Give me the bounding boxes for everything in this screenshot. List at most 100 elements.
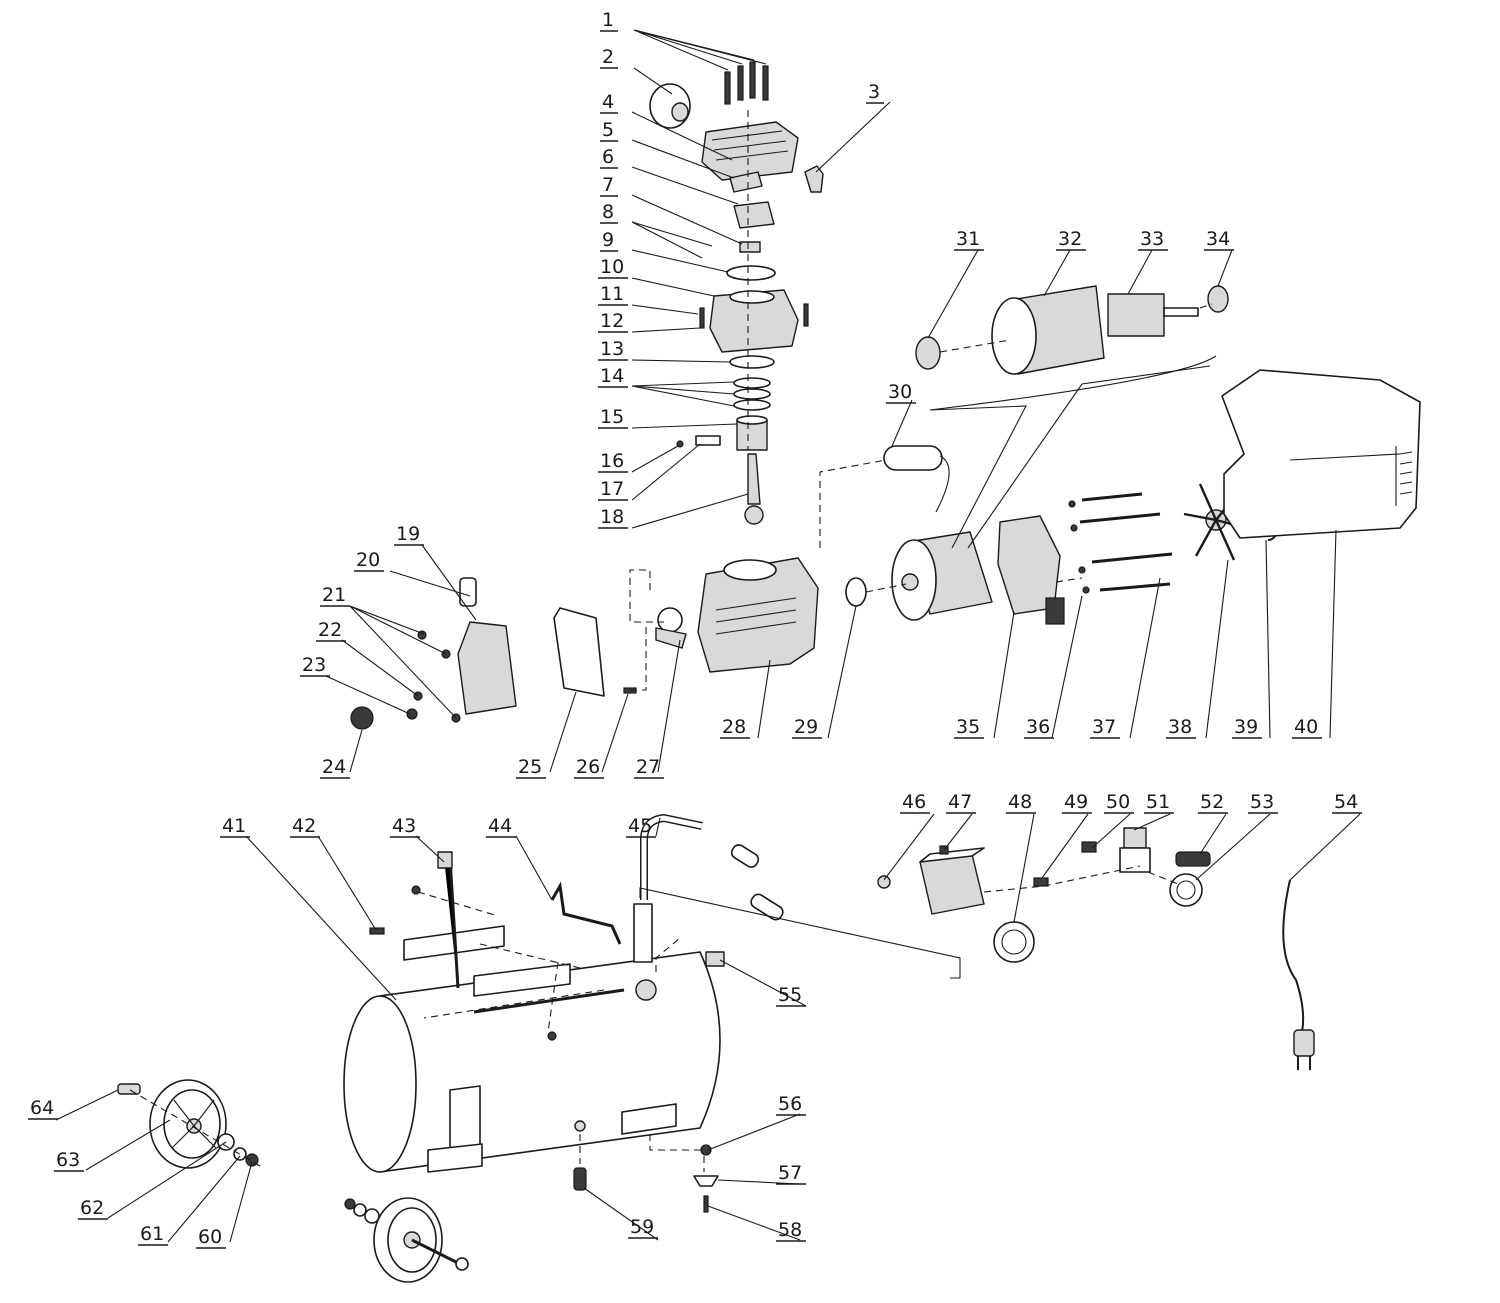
part-53-output-gauge [1169, 873, 1203, 907]
callout-45: 45 [628, 815, 652, 837]
callout-21: 21 [322, 584, 346, 606]
callout-61: 61 [140, 1223, 164, 1245]
callout-8: 8 [602, 201, 614, 223]
part-27-eccentric [655, 607, 687, 649]
part-30-capacitor [883, 445, 950, 513]
callout-38: 38 [1168, 716, 1192, 738]
callout-63: 63 [56, 1149, 80, 1171]
part-40-fan-shroud [1221, 369, 1421, 539]
callout-9: 9 [602, 229, 614, 251]
callout-13: 13 [600, 338, 624, 360]
part-drawings [117, 61, 1421, 1283]
callout-47: 47 [948, 791, 972, 813]
part-35-end-bracket [997, 515, 1065, 625]
part-64-axle [117, 1083, 141, 1095]
callout-64: 64 [30, 1097, 54, 1119]
part-24-nut [350, 706, 374, 730]
callout-36: 36 [1026, 716, 1050, 738]
callout-42: 42 [292, 815, 316, 837]
part-14-piston-ring [733, 377, 771, 389]
callout-2: 2 [602, 46, 614, 68]
callout-26: 26 [576, 756, 600, 778]
part-55-check-valve [635, 951, 725, 1001]
callout-18: 18 [600, 506, 624, 528]
callout-7: 7 [602, 174, 614, 196]
part-29-seal [845, 577, 867, 607]
part-31-bearing [915, 336, 941, 370]
part-20-side-cover [457, 621, 517, 715]
callout-leaders [55, 29, 1361, 1243]
part-51-pressure-regulator [1119, 827, 1151, 873]
part-10-cylinder [709, 289, 799, 353]
second-wheel [344, 1197, 469, 1283]
callout-50: 50 [1106, 791, 1130, 813]
part-52-quick-coupler [1175, 851, 1211, 867]
part-6-valve-plate [733, 201, 775, 229]
callout-46: 46 [902, 791, 926, 813]
callout-3: 3 [868, 81, 880, 103]
part-63-wheel [149, 1079, 227, 1169]
part-33-rotor [1107, 293, 1199, 337]
callout-37: 37 [1092, 716, 1116, 738]
callout-54: 54 [1334, 791, 1358, 813]
callout-39: 39 [1234, 716, 1258, 738]
callout-27: 27 [636, 756, 660, 778]
part-43-support-bracket [403, 851, 625, 1041]
part-34-bearing [1207, 285, 1229, 313]
callout-35: 35 [956, 716, 980, 738]
part-44-pipe [550, 881, 622, 945]
callout-33: 33 [1140, 228, 1164, 250]
callout-15: 15 [600, 406, 624, 428]
callout-1: 1 [602, 9, 614, 31]
callout-12: 12 [600, 310, 624, 332]
callout-28: 28 [722, 716, 746, 738]
part-57-rubber-foot [693, 1175, 719, 1187]
callout-16: 16 [600, 450, 624, 472]
callout-56: 56 [778, 1093, 802, 1115]
callout-55: 55 [778, 984, 802, 1006]
callout-41: 41 [222, 815, 246, 837]
part-5-head-gasket [729, 171, 763, 193]
callout-40: 40 [1294, 716, 1318, 738]
part-11-12-studs [699, 303, 809, 329]
part-28-crankcase [697, 557, 819, 673]
callout-19: 19 [396, 523, 420, 545]
callout-58: 58 [778, 1219, 802, 1241]
part-17-piston-pin [695, 435, 721, 446]
callout-59: 59 [630, 1216, 654, 1238]
callout-51: 51 [1146, 791, 1170, 813]
part-61-washer [233, 1147, 247, 1161]
callout-32: 32 [1058, 228, 1082, 250]
callout-60: 60 [198, 1226, 222, 1248]
part-16-circlip [676, 440, 684, 448]
part-15-piston [736, 415, 768, 451]
callout-31: 31 [956, 228, 980, 250]
callout-53: 53 [1250, 791, 1274, 813]
part-32-stator [991, 285, 1105, 375]
assembly-lines [129, 110, 1213, 1172]
part-59-drain-valve [573, 1167, 587, 1191]
motor-assembly [891, 531, 993, 621]
callout-5: 5 [602, 119, 614, 141]
callout-52: 52 [1200, 791, 1224, 813]
callout-23: 23 [302, 654, 326, 676]
part-1-head-bolts [724, 61, 769, 105]
part-47-pressure-switch [919, 845, 985, 915]
callout-57: 57 [778, 1162, 802, 1184]
part-50-safety-valve [1081, 841, 1097, 853]
part-7-valve-reed [739, 241, 761, 253]
callout-62: 62 [80, 1197, 104, 1219]
part-18-connecting-rod [744, 453, 764, 525]
part-42-bolt [369, 927, 385, 935]
part-45-handle [633, 813, 784, 963]
part-41-air-tank [343, 951, 721, 1173]
part-49-nipple [1033, 877, 1049, 887]
part-13-ring [729, 355, 775, 369]
callout-6: 6 [602, 146, 614, 168]
part-21-23-screws [406, 630, 461, 723]
callout-11: 11 [600, 283, 624, 305]
part-46-fitting [877, 875, 891, 889]
callout-14: 14 [600, 365, 624, 387]
part-19-plug [459, 577, 477, 607]
